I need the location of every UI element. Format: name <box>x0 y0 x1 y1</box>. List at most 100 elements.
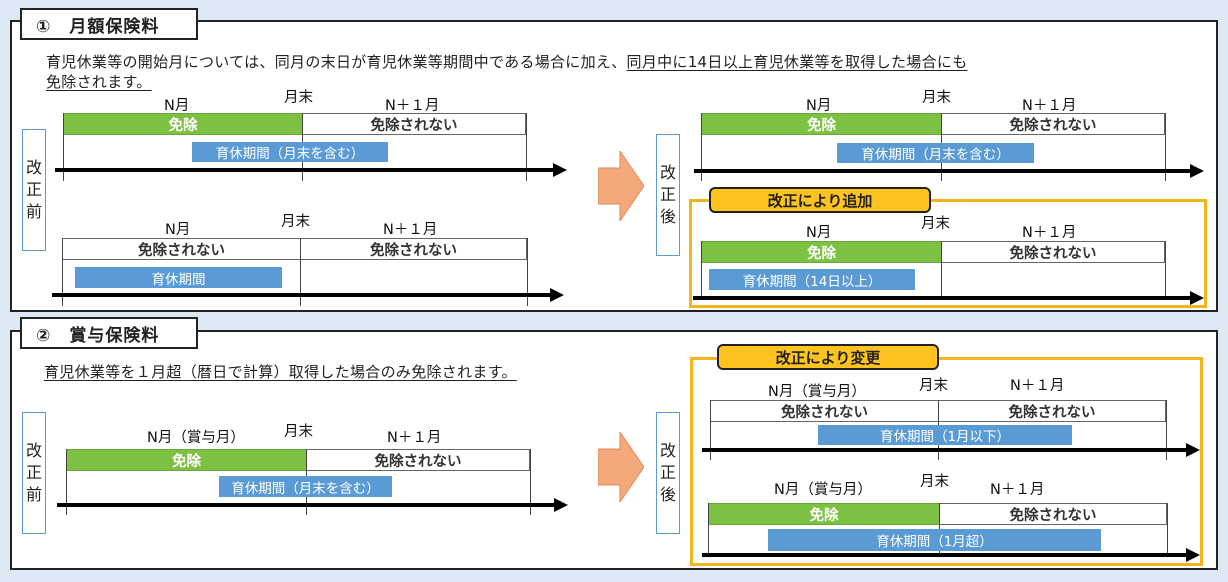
not-exempt-cell: 免除されない <box>302 113 526 135</box>
char: 改 <box>659 441 676 460</box>
not-exempt-cell: 免除されない <box>306 449 530 471</box>
n-plus-1-label: N＋１月 <box>1022 98 1077 114</box>
char: 前 <box>25 485 42 504</box>
transition-arrow-icon <box>598 432 644 502</box>
arrowhead <box>1190 291 1204 305</box>
period-bar: 育休期間（月末を含む） <box>219 476 392 497</box>
section1-after-label: 改 正 後 <box>656 134 680 256</box>
section2-title: ② 賞与保険料 <box>20 317 198 349</box>
n-month-bonus-label: N月（賞与月） <box>768 384 866 400</box>
period-bar: 育休期間（14日以上） <box>709 269 915 290</box>
char: 後 <box>659 207 676 226</box>
month-end-label: 月末 <box>284 90 313 106</box>
tick-line <box>941 241 942 299</box>
month-end-label: 月末 <box>922 90 951 106</box>
section1-note-line2: 免除されます。 <box>46 73 152 91</box>
month-end-label: 月末 <box>919 378 948 394</box>
char: 正 <box>25 463 42 482</box>
char: 改 <box>25 158 42 177</box>
n-plus-1-label: N＋１月 <box>1022 225 1077 241</box>
added-tag: 改正により追加 <box>709 187 931 213</box>
period-bar: 育休期間（月末を含む） <box>192 142 388 162</box>
not-exempt-cell: 免除されない <box>939 503 1167 525</box>
exempt-cell: 免除 <box>63 113 303 135</box>
arrowhead <box>1186 548 1200 562</box>
arrowhead <box>553 163 567 177</box>
changed-highlight-box <box>690 357 1203 566</box>
timeline-axis <box>57 503 556 507</box>
timeline-axis <box>55 168 555 172</box>
n-month-label: N月 <box>165 222 191 238</box>
month-end-label: 月末 <box>281 214 310 230</box>
section1-before-label: 改 正 前 <box>22 129 46 251</box>
timeline-axis <box>702 553 1188 557</box>
section2-note: 育児休業等を１月超（暦日で計算）取得した場合のみ免除されます。 <box>44 363 517 381</box>
tick-line <box>66 449 67 515</box>
exempt-cell: 免除 <box>66 449 307 471</box>
exempt-cell: 免除 <box>701 113 942 135</box>
tick-line <box>710 400 711 460</box>
tick-line <box>1165 113 1166 181</box>
added-highlight-box <box>689 199 1207 308</box>
timeline-axis <box>694 169 1192 173</box>
not-exempt-cell: 免除されない <box>62 238 301 260</box>
timeline-axis <box>52 293 552 297</box>
section2-after-label: 改 正 後 <box>656 412 680 534</box>
changed-tag: 改正により変更 <box>717 344 939 370</box>
arrowhead <box>1186 443 1200 457</box>
not-exempt-cell: 免除されない <box>938 400 1166 422</box>
exempt-cell: 免除 <box>701 241 942 263</box>
tick-line <box>1165 241 1166 299</box>
n-plus-1-label: N＋１月 <box>1010 378 1065 394</box>
char: 正 <box>659 185 676 204</box>
arrowhead <box>550 288 564 302</box>
tick-line <box>1166 400 1167 460</box>
char: 改 <box>659 163 676 182</box>
n-plus-1-label: N＋１月 <box>383 222 438 238</box>
n-month-bonus-label: N月（賞与月） <box>147 430 245 446</box>
n-month-label: N月 <box>164 98 190 114</box>
tick-line <box>701 113 702 181</box>
tick-line <box>527 238 528 306</box>
month-end-label: 月末 <box>284 424 313 440</box>
tick-line <box>526 113 527 181</box>
tick-line <box>701 241 702 299</box>
section2-before-label: 改 正 前 <box>22 412 46 534</box>
period-bar: 育休期間 <box>75 267 282 288</box>
char: 正 <box>659 463 676 482</box>
month-end-label: 月末 <box>921 216 950 232</box>
timeline-axis <box>702 448 1188 452</box>
n-plus-1-label: N＋１月 <box>385 98 440 114</box>
tick-line <box>63 113 64 181</box>
section1-note: 育児休業等の開始月については、同月の末日が育児休業等期間中である場合に加え、同月… <box>46 52 1206 92</box>
not-exempt-cell: 免除されない <box>941 113 1165 135</box>
section1-panel <box>10 20 1218 312</box>
section1-note-line1-b: 同月中に14日以上育児休業等を取得した場合にも <box>626 53 968 71</box>
timeline-axis <box>693 296 1192 300</box>
period-bar: 育休期間（1月以下） <box>818 425 1072 445</box>
month-end-label: 月末 <box>920 474 949 490</box>
exempt-cell: 免除 <box>708 503 940 525</box>
n-plus-1-label: N＋１月 <box>990 482 1045 498</box>
char: 後 <box>659 485 676 504</box>
char: 改 <box>25 441 42 460</box>
period-bar: 育休期間（1月超） <box>768 529 1101 551</box>
tick-line <box>1167 503 1168 555</box>
n-plus-1-label: N＋１月 <box>387 430 442 446</box>
n-month-label: N月 <box>806 98 832 114</box>
not-exempt-cell: 免除されない <box>710 400 939 422</box>
tick-line <box>300 238 301 306</box>
arrowhead <box>554 498 568 512</box>
not-exempt-cell: 免除されない <box>941 241 1165 263</box>
tick-line <box>708 503 709 555</box>
period-bar: 育休期間（月末を含む） <box>837 143 1034 163</box>
arrowhead <box>1190 164 1204 178</box>
char: 前 <box>25 202 42 221</box>
n-month-bonus-label: N月（賞与月） <box>774 482 872 498</box>
char: 正 <box>25 180 42 199</box>
transition-arrow-icon <box>598 151 644 221</box>
tick-line <box>62 238 63 306</box>
section1-note-line1-a: 育児休業等の開始月については、同月の末日が育児休業等期間中である場合に加え、 <box>46 53 627 71</box>
tick-line <box>530 449 531 515</box>
section1-title: ① 月額保険料 <box>20 8 198 40</box>
